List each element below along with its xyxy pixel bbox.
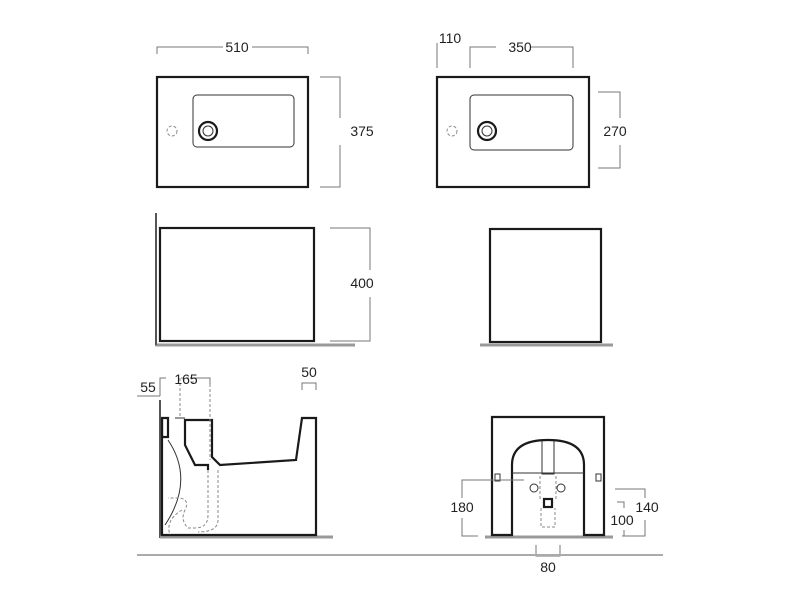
dimension-line [330,227,371,342]
wall-fixing-icon [595,473,602,482]
dimension-line [598,91,621,169]
basin-bowl [469,94,574,151]
drain-inner-icon [481,125,493,137]
basin-section [160,416,318,537]
dimension-line [320,76,341,188]
dimension-line [159,377,211,396]
front-view-left: 400 [155,213,374,347]
dimension-line [461,479,524,537]
plan-view-right: 110 350 270 [435,30,627,189]
tap-hole-icon [446,125,458,137]
basin-rear [490,415,606,537]
drain-inner-icon [202,125,214,137]
fixing-bolt-icon [556,483,566,493]
basin-curve [164,439,182,526]
basin-side [488,227,603,344]
dim-width: 350 [508,39,532,55]
dim-180: 180 [450,499,474,515]
dim-50: 50 [301,364,317,380]
drain-icon [197,120,219,142]
dimension-line [436,43,574,68]
dimension-line [617,501,625,536]
dimension-line [615,488,646,537]
basin-bowl [192,94,295,148]
tap-hole-icon [166,125,178,137]
dimension-line [156,46,309,54]
fixing-bolt-icon [529,483,539,493]
rear-view: 180 140 100 80 [450,415,659,575]
drain-icon [476,120,498,142]
dim-140: 140 [635,499,659,515]
wall-fixing-icon [494,473,501,482]
dim-165: 165 [174,371,198,387]
drain-outlet-icon [542,497,554,509]
section-view: 55 165 50 [137,364,333,539]
plan-view-left: 510 375 [155,39,374,189]
basin-front [158,226,316,343]
dim-55: 55 [140,379,156,395]
dimension-line [301,382,317,390]
side-view-right [480,227,613,347]
dim-100: 100 [610,512,634,528]
dim-80: 80 [540,559,556,575]
basin-outline [435,75,591,189]
basin-outline [155,75,310,189]
drain-pipe [539,476,557,528]
dim-width: 510 [225,39,249,55]
dim-depth: 270 [603,123,627,139]
dim-depth: 375 [350,123,374,139]
drain-channel [541,441,555,475]
dim-offset: 110 [439,30,462,46]
dim-height: 400 [350,275,374,291]
drain-pipe [168,377,219,536]
